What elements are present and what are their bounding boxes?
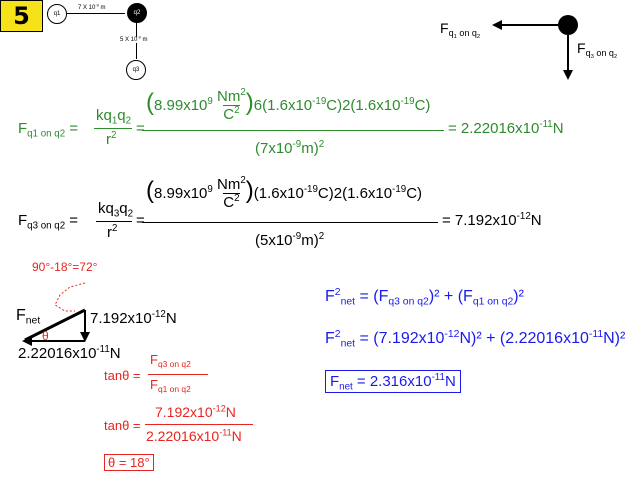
arrow-head-down-icon bbox=[80, 332, 90, 342]
tan-lhs-1: tanθ = bbox=[104, 368, 141, 383]
arrow-head-left-icon bbox=[22, 336, 32, 346]
tan-num-2: 7.192x10-12N bbox=[155, 403, 236, 420]
eq2-result: = 7.192x10-12N bbox=[442, 211, 542, 229]
charge-q2: q2 bbox=[127, 3, 147, 23]
eq1-fraction-bar bbox=[142, 130, 444, 131]
theta-label: θ bbox=[42, 329, 49, 343]
eq1-formula-den: r2 bbox=[106, 130, 117, 148]
force-label-q3: Fq3 on q2 bbox=[577, 40, 618, 61]
force-vector-diagram bbox=[492, 15, 578, 80]
net-eq-1: F2net = (Fq3 on q2)² + (Fq1 on q2)² bbox=[325, 286, 524, 308]
angle-note: 90°-18°=72° bbox=[32, 260, 98, 274]
eq1-result: = 2.22016x10-11N bbox=[448, 119, 564, 137]
force-label-q1: Fq1 on q2 bbox=[440, 20, 481, 41]
vertical-value: 7.192x10-12N bbox=[90, 309, 177, 327]
problem-number-badge: 5 bbox=[0, 0, 43, 32]
eq1-formula-bar bbox=[94, 128, 132, 129]
eq2-equals: = bbox=[136, 212, 145, 229]
distance-label-12: 7 X 10-9 m bbox=[78, 2, 106, 11]
eq2-formula-num: kq3q2 bbox=[98, 200, 134, 220]
eq1-equals: = bbox=[136, 120, 145, 137]
eq2-fraction-bar bbox=[142, 222, 438, 223]
eq1-denominator: (7x10-9m)2 bbox=[255, 139, 325, 157]
tan-num-1: Fq3 on q2 bbox=[150, 352, 191, 369]
eq2-denominator: (5x10-9m)2 bbox=[255, 231, 325, 249]
net-answer: Fnet = 2.316x10-11N bbox=[325, 370, 461, 393]
eq1-lhs: Fq1 on q2 = bbox=[18, 120, 79, 140]
distance-label-23: 5 X 10-9 m bbox=[120, 34, 148, 43]
angle-dashed-pointer bbox=[54, 282, 86, 312]
charge-q1: q1 bbox=[47, 4, 67, 24]
net-eq-2: F2net = (7.192x10-12N)² + (2.22016x10-11… bbox=[325, 328, 626, 350]
eq2-lhs: Fq3 on q2 = bbox=[18, 212, 79, 232]
eq2-formula-bar bbox=[96, 221, 132, 222]
force-triangle bbox=[22, 282, 90, 346]
tan-den-1: Fq1 on q2 bbox=[150, 377, 191, 394]
distance-line-12 bbox=[67, 13, 125, 14]
charge-q3: q3 bbox=[126, 60, 146, 80]
horizontal-value: 2.22016x10-11N bbox=[18, 344, 121, 362]
tan-lhs-2: tanθ = bbox=[104, 418, 141, 433]
charge-q2-dot bbox=[558, 15, 578, 35]
arrow-head-down-icon bbox=[563, 70, 573, 80]
theta-answer: θ = 18° bbox=[104, 454, 154, 471]
tan-bar-2 bbox=[145, 424, 253, 425]
eq1-formula-num: kq1q2 bbox=[96, 107, 132, 127]
arrow-head-left-icon bbox=[492, 20, 502, 30]
fnet-label: Fnet bbox=[16, 307, 41, 327]
eq2-formula-den: r2 bbox=[107, 223, 118, 241]
tan-bar-1 bbox=[148, 374, 208, 375]
fnet-hypotenuse bbox=[24, 308, 86, 342]
tan-den-2: 2.22016x10-11N bbox=[146, 427, 242, 444]
